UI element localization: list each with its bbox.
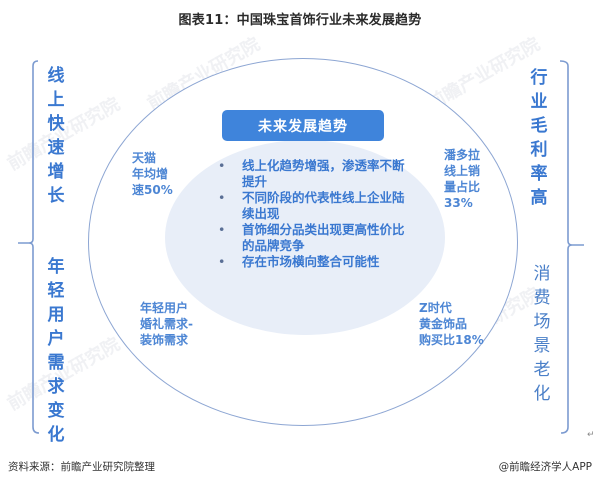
bullet-dot-icon: •	[218, 254, 226, 269]
bullet-text: 不同阶段的代表性线上企业陆续出现	[242, 190, 405, 221]
bullet-dot-icon: •	[218, 158, 226, 173]
note-young-user-demand: 年轻用户 婚礼需求- 装饰需求	[140, 301, 193, 347]
future-trends-header: 未来发展趋势	[222, 110, 384, 141]
credit-note: @前瞻经济学人APP	[498, 461, 592, 473]
label-online-growth: 线上快速增长	[47, 66, 65, 206]
return-mark-icon: ↵	[587, 430, 595, 440]
note-pandora-online-share: 潘多拉 线上销 量占比 33%	[444, 148, 481, 210]
trend-bullet-item: • 不同阶段的代表性线上企业陆续出现	[212, 190, 412, 222]
bullet-dot-icon: •	[218, 222, 226, 237]
bullet-dot-icon: •	[218, 190, 226, 205]
right-bracket-icon	[560, 60, 584, 434]
figure-title: 图表11：中国珠宝首饰行业未来发展趋势	[178, 13, 422, 28]
bullet-text: 存在市场横向整合可能性	[242, 254, 380, 269]
bullet-text: 线上化趋势增强，渗透率不断提升	[242, 158, 405, 189]
label-young-user-demand-change: 年轻用户需求变化	[47, 257, 65, 445]
trend-bullet-list: • 线上化趋势增强，渗透率不断提升 • 不同阶段的代表性线上企业陆续出现 • 首…	[212, 158, 412, 270]
trend-bullet-item: • 线上化趋势增强，渗透率不断提升	[212, 158, 412, 190]
inner-ellipse	[165, 140, 445, 335]
note-genz-gold-purchase: Z时代 黄金饰品 购买比18%	[419, 301, 484, 347]
trend-bullet-item: • 首饰细分品类出现更高性价比的品牌竞争	[212, 222, 412, 254]
trend-bullet-item: • 存在市场横向整合可能性	[212, 254, 412, 270]
bullet-text: 首饰细分品类出现更高性价比的品牌竞争	[242, 222, 405, 253]
label-high-gross-margin: 行业毛利率高	[530, 68, 548, 208]
left-bracket-icon	[18, 60, 40, 434]
note-tmall-growth: 天猫 年均增 速50%	[132, 151, 173, 197]
label-consumption-scene-aging: 消费场景老化	[533, 264, 551, 404]
source-note: 资料来源：前瞻产业研究院整理	[8, 461, 155, 473]
